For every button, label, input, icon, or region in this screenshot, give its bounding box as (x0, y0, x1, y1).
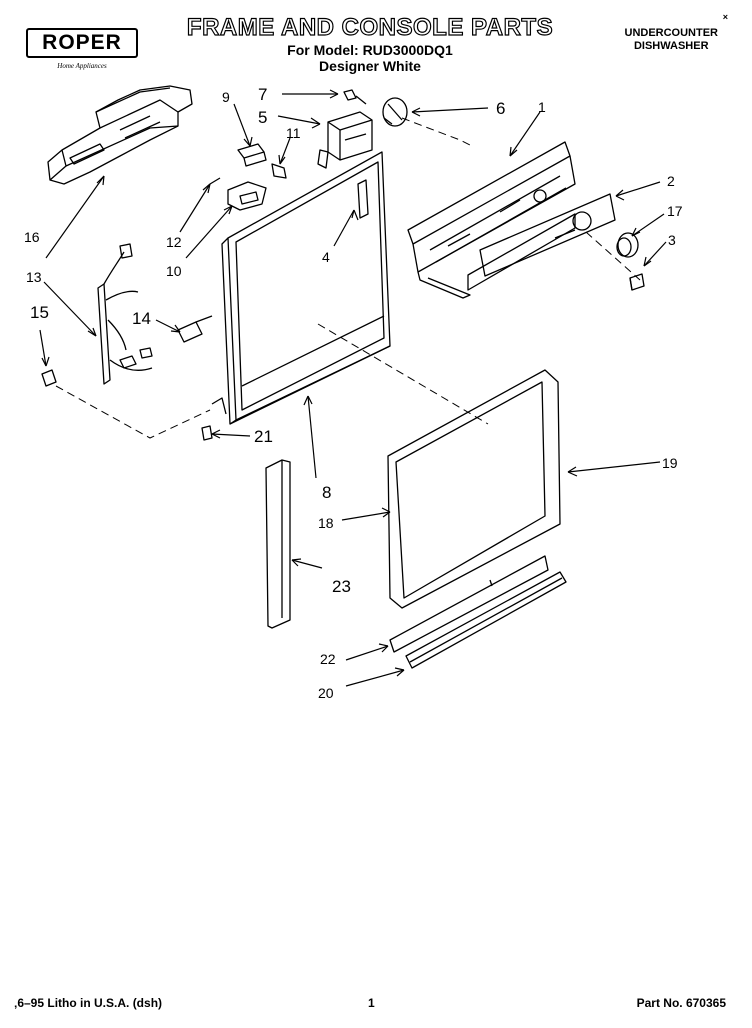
part-door-panel (387, 369, 561, 609)
callout-14: 14 (132, 309, 151, 328)
part-top-cover (47, 85, 193, 185)
callout-23: 23 (332, 577, 351, 596)
color-line: Designer White (319, 58, 421, 74)
callout-20: 20 (318, 685, 334, 701)
part-timer-knob (382, 97, 408, 127)
callout-10: 10 (166, 263, 182, 279)
callout-11: 11 (286, 125, 301, 141)
callout-4: 4 (322, 249, 330, 265)
header: FRAME AND CONSOLE PARTS For Model: RUD30… (150, 13, 590, 74)
part-knob (616, 232, 639, 258)
part-timer (317, 111, 373, 169)
callout-21: 21 (254, 427, 273, 446)
product-type: UNDERCOUNTER DISHWASHER (625, 27, 719, 53)
callout-18: 18 (318, 515, 334, 531)
part-console-panel (479, 193, 616, 277)
part-clip-bottom (201, 425, 213, 441)
brand-logo: ROPER Home Appliances (26, 28, 138, 70)
callout-9: 9 (222, 89, 230, 105)
part-side-trim (265, 459, 291, 629)
page-title: FRAME AND CONSOLE PARTS (186, 13, 554, 41)
part-lower-trim (389, 555, 549, 653)
part-screw-left (41, 369, 57, 387)
part-terminal (177, 315, 213, 343)
callout-3: 3 (668, 232, 676, 248)
part-screw-top (343, 89, 367, 105)
callout-5: 5 (258, 108, 267, 127)
brand-tagline: Home Appliances (57, 62, 107, 70)
assembly-lines (55, 117, 641, 439)
part-latch-assembly (209, 143, 287, 211)
product-type-line2: DISHWASHER (633, 40, 709, 52)
leader-arrows (39, 89, 667, 687)
footer-page-number: 1 (368, 996, 375, 1010)
product-type-line1: UNDERCOUNTER (624, 27, 719, 39)
part-wire-harness (97, 243, 153, 385)
callout-8: 8 (322, 483, 331, 502)
callout-12: 12 (166, 234, 182, 250)
footer-part-number: Part No. 670365 (636, 996, 726, 1010)
callout-1: 1 (538, 99, 546, 115)
part-door-frame (211, 151, 391, 425)
callout-22: 22 (320, 651, 336, 667)
callout-labels: 7 5 6 1 2 17 3 4 9 11 12 10 16 13 15 14 … (24, 85, 683, 701)
model-line: For Model: RUD3000DQ1 (287, 42, 453, 58)
brand-name: ROPER (26, 28, 138, 58)
footer-litho: ‚6–95 Litho in U.S.A. (dsh) (14, 996, 163, 1010)
part-toe-panel (405, 571, 567, 669)
callout-6: 6 (496, 99, 505, 118)
callout-15: 15 (30, 303, 49, 322)
callout-2: 2 (667, 173, 675, 189)
callout-13: 13 (26, 269, 42, 285)
part-clip (629, 273, 645, 291)
part-console (407, 141, 576, 299)
callout-7: 7 (258, 85, 267, 104)
callout-19: 19 (662, 455, 678, 471)
corner-mark: × (722, 12, 728, 22)
callout-16: 16 (24, 229, 40, 245)
callout-17: 17 (667, 203, 683, 219)
